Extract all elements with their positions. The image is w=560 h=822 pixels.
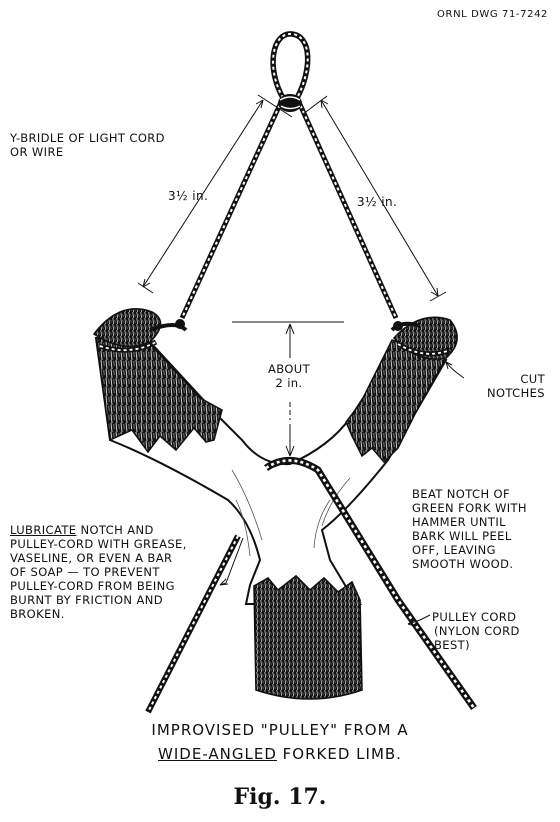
beat-notch-line: OFF, LEAVING	[412, 543, 496, 557]
about-line-2: 2 in.	[275, 376, 303, 390]
beat-notch-line: BEAT NOTCH OF	[412, 487, 511, 501]
caption-underlined: WIDE-ANGLED	[158, 745, 277, 763]
about-dimension	[232, 321, 344, 457]
drawing-number: ORNL DWG 71-7242	[437, 8, 548, 22]
dimension-line-right	[302, 95, 447, 302]
beat-notch-line: SMOOTH WOOD.	[412, 557, 514, 571]
dimension-line-left	[137, 94, 293, 294]
left-dimension-text: 3½ in.	[168, 189, 209, 203]
beat-notch-line: BARK WILL PEEL	[412, 529, 512, 543]
caption-line-1: IMPROVISED "PULLEY" FROM A	[151, 721, 409, 739]
lubricate-rest: NOTCH AND	[76, 523, 154, 537]
left-dimension-label: 3½ in.	[168, 189, 208, 203]
lubricate-line: PULLEY-CORD FROM BEING	[10, 579, 175, 593]
beat-notch-line: HAMMER UNTIL	[412, 515, 506, 529]
beat-notch-line: GREEN FORK WITH	[412, 501, 527, 515]
y-bridle-line-1: Y-BRIDLE OF LIGHT CORD	[10, 131, 165, 145]
caption-rest: FORKED LIMB.	[276, 745, 402, 763]
pulley-cord-label: PULLEY CORD (NYLON CORD BEST)	[432, 610, 520, 652]
lubricate-line: BROKEN.	[10, 607, 65, 621]
y-bridle-label: Y-BRIDLE OF LIGHT CORD OR WIRE	[10, 131, 165, 159]
bridle-loop	[270, 31, 311, 112]
right-notch-wrap	[390, 321, 451, 357]
pulley-cord-line-1: PULLEY CORD	[432, 610, 517, 624]
cut-notches-label: CUT NOTCHES	[467, 372, 545, 400]
lubricate-line: OF SOAP — TO PREVENT	[10, 565, 160, 579]
drawing-number-text: ORNL DWG 71-7242	[437, 9, 548, 20]
lubricate-line: BURNT BY FRICTION AND	[10, 593, 163, 607]
lubricate-line: PULLEY-CORD WITH GREASE,	[10, 537, 187, 551]
figure-label: Fig. 17.	[233, 784, 327, 810]
pulley-cord-line-3: BEST)	[434, 638, 470, 652]
lubricate-word: LUBRICATE	[10, 523, 77, 537]
pulley-cord-front	[264, 457, 477, 711]
right-dimension-label: 3½ in.	[357, 195, 397, 209]
leader-lines	[219, 361, 465, 627]
about-label: ABOUT 2 in.	[262, 362, 316, 390]
cut-notches-line-1: CUT	[520, 372, 545, 386]
right-dimension-text: 3½ in.	[357, 195, 398, 209]
lubricate-first-line: LUBRICATE NOTCH AND	[10, 523, 187, 537]
y-bridle-line-2: OR WIRE	[10, 145, 64, 159]
lubricate-label: LUBRICATE NOTCH AND PULLEY-CORD WITH GRE…	[10, 523, 187, 621]
y-bridle-cord	[179, 98, 399, 320]
left-notch-wrap	[99, 319, 188, 353]
figure-caption: IMPROVISED "PULLEY" FROM A WIDE-ANGLED F…	[0, 718, 560, 766]
beat-notch-label: BEAT NOTCH OF GREEN FORK WITH HAMMER UNT…	[412, 487, 527, 571]
pulley-cord-back	[145, 534, 241, 714]
caption-line-2: WIDE-ANGLED FORKED LIMB.	[0, 742, 560, 766]
pulley-cord-line-2: (NYLON CORD	[434, 624, 520, 638]
about-line-1: ABOUT	[267, 362, 311, 376]
cut-notches-line-2: NOTCHES	[486, 386, 545, 400]
lubricate-line: VASELINE, OR EVEN A BAR	[10, 551, 173, 565]
